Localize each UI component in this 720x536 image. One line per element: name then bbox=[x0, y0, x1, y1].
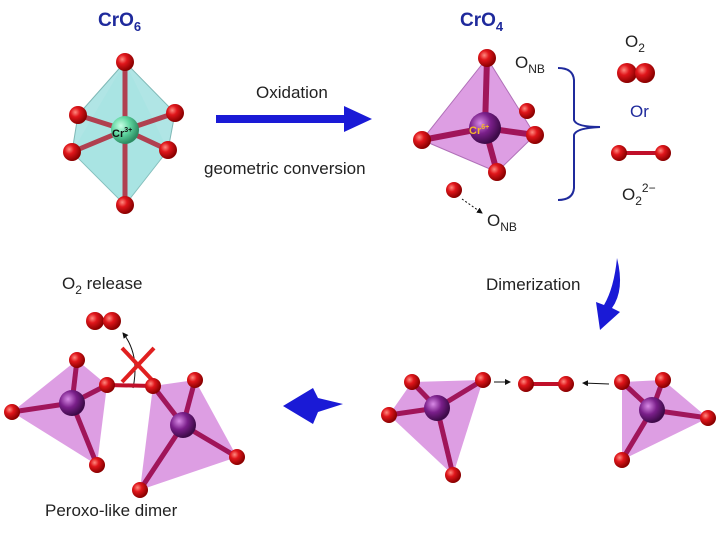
dimerization-arrow bbox=[596, 258, 621, 330]
o2-release-label: O2 release bbox=[62, 274, 142, 297]
cro6-octahedron: Cr3+ bbox=[63, 53, 184, 214]
cro4-unit-left bbox=[381, 372, 491, 483]
peroxide-molecule bbox=[611, 145, 671, 161]
oxidation-label: Oxidation bbox=[256, 83, 328, 102]
nonbridging-oxygen-bottom bbox=[446, 182, 462, 198]
approach-arrow-right bbox=[582, 380, 610, 387]
geometric-conversion-label: geometric conversion bbox=[204, 159, 366, 178]
blocked-cross-icon bbox=[120, 346, 156, 384]
peroxo-dimer-label: Peroxo-like dimer bbox=[45, 501, 178, 520]
oxidation-arrow bbox=[216, 106, 372, 132]
svg-text:CrO6: CrO6 bbox=[98, 10, 141, 34]
peroxide-label: O22− bbox=[622, 181, 656, 208]
onb-label-top: ONB bbox=[515, 53, 545, 76]
or-label: Or bbox=[630, 102, 649, 121]
o2-molecule bbox=[617, 63, 655, 83]
cr6-atom bbox=[469, 112, 501, 144]
peroxo-dimer bbox=[4, 352, 245, 498]
o2-label: O2 bbox=[625, 32, 645, 55]
nonbridging-oxygen-top bbox=[519, 103, 535, 119]
release-arrow bbox=[122, 332, 136, 389]
left-arrow bbox=[283, 388, 343, 424]
dimerization-label: Dimerization bbox=[486, 275, 580, 294]
cr3-label: Cr3+ bbox=[112, 127, 132, 140]
bracket bbox=[557, 67, 601, 201]
cro4-title: CrO4 bbox=[460, 10, 504, 34]
released-o2-molecule bbox=[86, 312, 121, 330]
cro4-unit-right bbox=[614, 372, 716, 468]
cr6-label: Cr6+ bbox=[469, 124, 489, 137]
cr3-atom bbox=[111, 116, 139, 144]
cro6-title: CrO6 bbox=[98, 10, 141, 34]
onb-label-bottom: ONB bbox=[487, 211, 517, 234]
o2-bridge-molecule bbox=[518, 376, 574, 392]
dashed-arrow bbox=[461, 198, 483, 214]
cro4-tetrahedron: Cr6+ bbox=[413, 49, 544, 181]
oxygen-atoms bbox=[63, 53, 184, 214]
svg-text:CrO4: CrO4 bbox=[460, 10, 504, 34]
